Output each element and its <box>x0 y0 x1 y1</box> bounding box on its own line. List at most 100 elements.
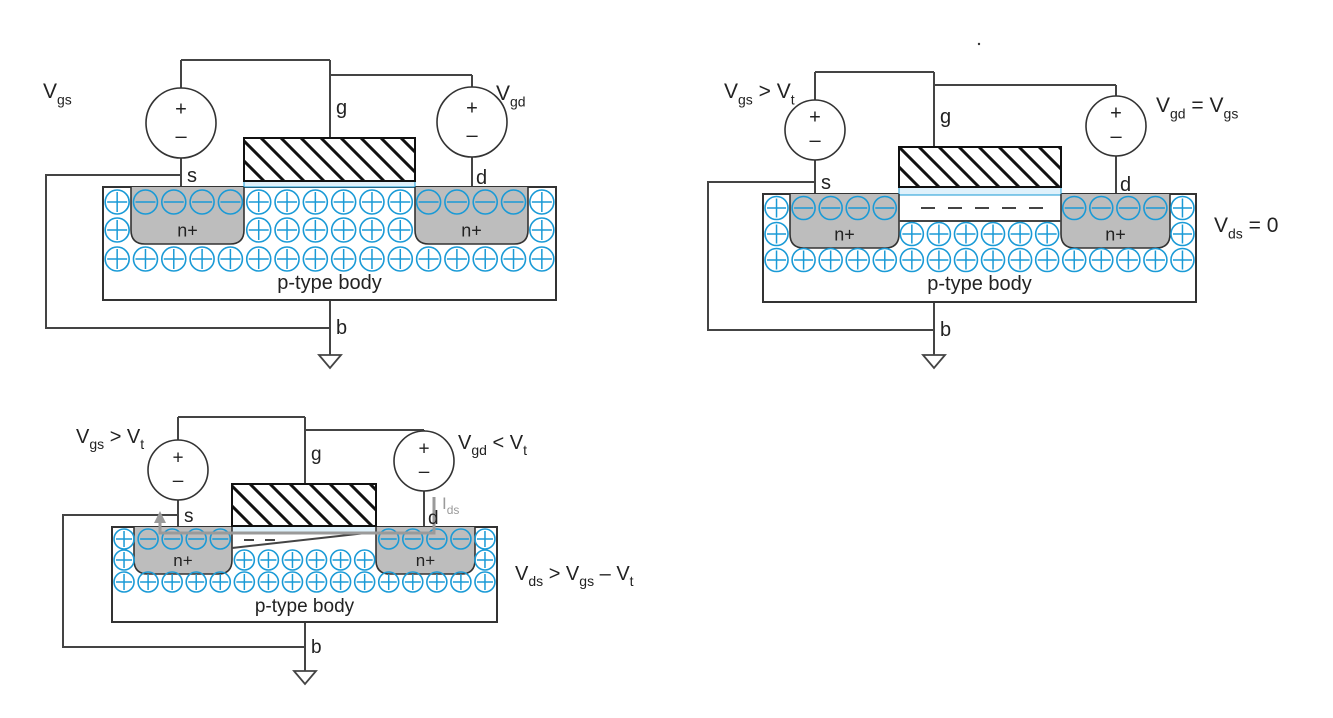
positive-charge-icon <box>245 246 272 272</box>
positive-charge-icon <box>160 246 187 272</box>
charge-circle <box>426 571 448 593</box>
positive-charge-icon <box>500 246 527 272</box>
charge-circle <box>330 246 357 272</box>
hatch-line <box>288 484 334 526</box>
charge-circle <box>302 217 329 243</box>
negative-charge-icon <box>818 195 843 221</box>
charge-circle <box>387 189 414 215</box>
gate-outline <box>898 146 1062 188</box>
charge-circle <box>872 247 898 273</box>
drain-voltage-source-icon: +– <box>1085 95 1147 157</box>
charge-circle <box>1170 247 1195 273</box>
charge-circle <box>209 571 232 593</box>
hatch-line <box>232 503 254 526</box>
source-terminal-label: s <box>184 506 194 527</box>
charge-circle <box>104 189 130 215</box>
source-circle <box>436 86 508 158</box>
positive-charge-icon <box>1034 221 1060 247</box>
charge-circle <box>132 246 159 272</box>
charge-circle <box>359 217 385 243</box>
negative-charge-icon <box>217 189 244 215</box>
nplus-label-left: n+ <box>173 551 192 570</box>
negative-charge-icon <box>415 189 442 215</box>
source-terminal-label: s <box>187 165 197 187</box>
positive-charge-icon <box>1007 247 1033 273</box>
positive-charge-icon <box>113 528 135 550</box>
positive-charge-icon <box>305 571 328 593</box>
positive-charge-icon <box>217 246 244 272</box>
charge-circle <box>764 221 789 247</box>
positive-charge-icon <box>899 221 925 247</box>
negative-charge-icon <box>1061 195 1087 221</box>
charge-circle <box>1034 247 1060 273</box>
minus-sign: – <box>466 124 478 146</box>
positive-charge-icon <box>161 571 183 593</box>
charge-circle <box>217 189 244 215</box>
charge-circle <box>104 217 130 243</box>
charge-circle <box>980 247 1006 273</box>
charge-circle <box>302 246 329 272</box>
label-subscript: gs <box>1224 105 1239 121</box>
label-text: < V <box>487 432 524 454</box>
negative-charge-icon <box>444 189 470 215</box>
label-text: > V <box>543 563 580 585</box>
positive-charge-icon <box>274 246 300 272</box>
positive-charge-icon <box>359 246 385 272</box>
charge-circle <box>329 549 352 571</box>
charge-circle <box>529 246 555 272</box>
negative-charge-icon <box>377 528 400 550</box>
charge-circle <box>953 247 979 273</box>
gate-electrode <box>231 483 377 527</box>
positive-charge-icon <box>233 571 256 593</box>
positive-charge-icon <box>281 571 304 593</box>
positive-charge-icon <box>872 247 898 273</box>
label-subscript: gs <box>89 436 104 452</box>
charge-circle <box>217 246 244 272</box>
positive-charge-icon <box>791 247 816 273</box>
positive-charge-icon <box>472 246 499 272</box>
charge-circle <box>818 195 843 221</box>
nplus-region-left <box>130 187 245 245</box>
charge-circle <box>1061 247 1087 273</box>
hatch-line <box>1057 147 1061 152</box>
positive-charge-icon <box>377 571 400 593</box>
minus-sign: – <box>1110 126 1122 148</box>
label-subscript: gd <box>471 442 487 458</box>
positive-charge-icon <box>764 247 789 273</box>
label-text: V <box>1214 214 1228 237</box>
charge-circle <box>1088 247 1114 273</box>
label-text: V <box>1156 94 1170 117</box>
positive-charge-icon <box>359 217 385 243</box>
charge-circle <box>161 528 183 550</box>
positive-charge-icon <box>302 217 329 243</box>
hatch-line <box>379 138 415 175</box>
label-text: = 0 <box>1243 214 1279 237</box>
label-text: = V <box>1186 94 1224 117</box>
arrow-head-icon <box>154 511 166 523</box>
hatch-line <box>268 484 314 526</box>
charge-circle <box>104 246 130 272</box>
gate-electrode <box>243 137 416 182</box>
body-terminal-label: b <box>940 319 951 341</box>
body-terminal-label: b <box>336 317 347 339</box>
charge-circle <box>529 217 555 243</box>
source-voltage-source-icon: +– <box>145 87 217 159</box>
positive-charge-icon <box>329 549 352 571</box>
charge-circle <box>1061 195 1087 221</box>
label-subscript: t <box>523 442 527 458</box>
charge-circle <box>113 528 135 550</box>
label-text: V <box>458 432 472 454</box>
positive-charge-icon <box>953 247 979 273</box>
positive-charge-icon <box>305 549 328 571</box>
label-text: V <box>496 82 510 105</box>
charge-circle <box>387 246 414 272</box>
charge-circle <box>1007 247 1033 273</box>
negative-charge-icon <box>185 528 208 550</box>
gate-terminal-label: g <box>311 444 322 465</box>
positive-charge-icon <box>329 571 352 593</box>
positive-charge-icon <box>104 189 130 215</box>
positive-charge-icon <box>444 246 470 272</box>
nplus-region-right <box>1060 194 1171 249</box>
positive-charge-icon <box>330 246 357 272</box>
